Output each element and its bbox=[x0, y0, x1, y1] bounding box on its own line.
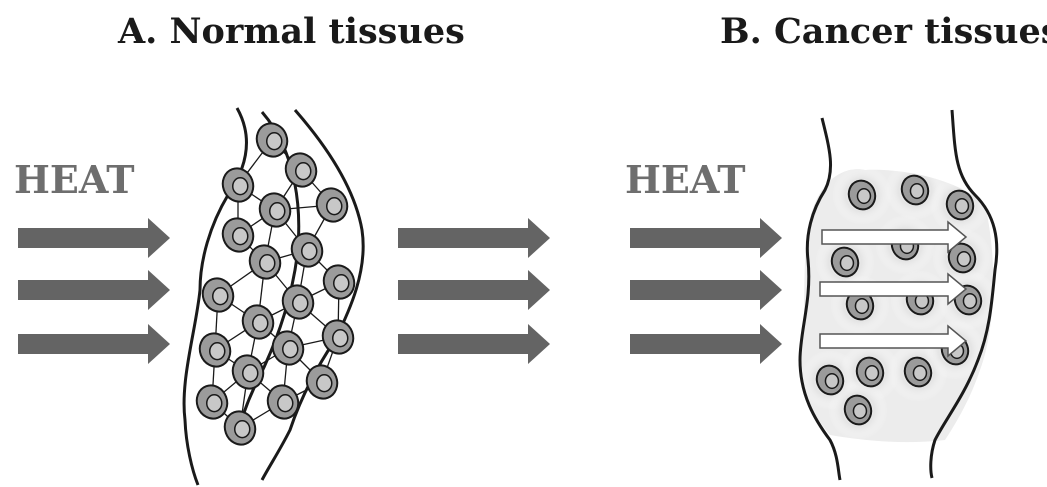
right-arrow-icon bbox=[630, 218, 782, 258]
cell-icon bbox=[198, 274, 238, 316]
right-arrow-icon bbox=[398, 324, 550, 364]
cancer-tissue-illustration bbox=[795, 110, 1005, 480]
right-arrow-icon bbox=[630, 324, 782, 364]
panel-a-input-arrows bbox=[18, 218, 170, 364]
cell-icon bbox=[195, 329, 235, 371]
right-arrow-icon bbox=[18, 270, 170, 310]
transmitted-heat-arrows bbox=[398, 218, 550, 364]
cell-icon bbox=[255, 189, 295, 231]
through-heat-arrows bbox=[820, 222, 966, 356]
normal-tissue-illustration bbox=[184, 108, 363, 485]
cell-icon bbox=[312, 184, 352, 226]
cell-icon bbox=[192, 381, 232, 423]
right-arrow-icon bbox=[398, 218, 550, 258]
cell-icon bbox=[238, 301, 278, 343]
right-arrow-icon bbox=[398, 270, 550, 310]
cell-icon bbox=[318, 316, 358, 358]
cell-icon bbox=[263, 381, 303, 423]
right-arrow-icon bbox=[18, 218, 170, 258]
cell-icon bbox=[228, 351, 268, 393]
right-arrow-icon bbox=[630, 270, 782, 310]
right-arrow-icon bbox=[18, 324, 170, 364]
cell-icon bbox=[220, 407, 260, 449]
panel-b-input-arrows bbox=[630, 218, 782, 364]
